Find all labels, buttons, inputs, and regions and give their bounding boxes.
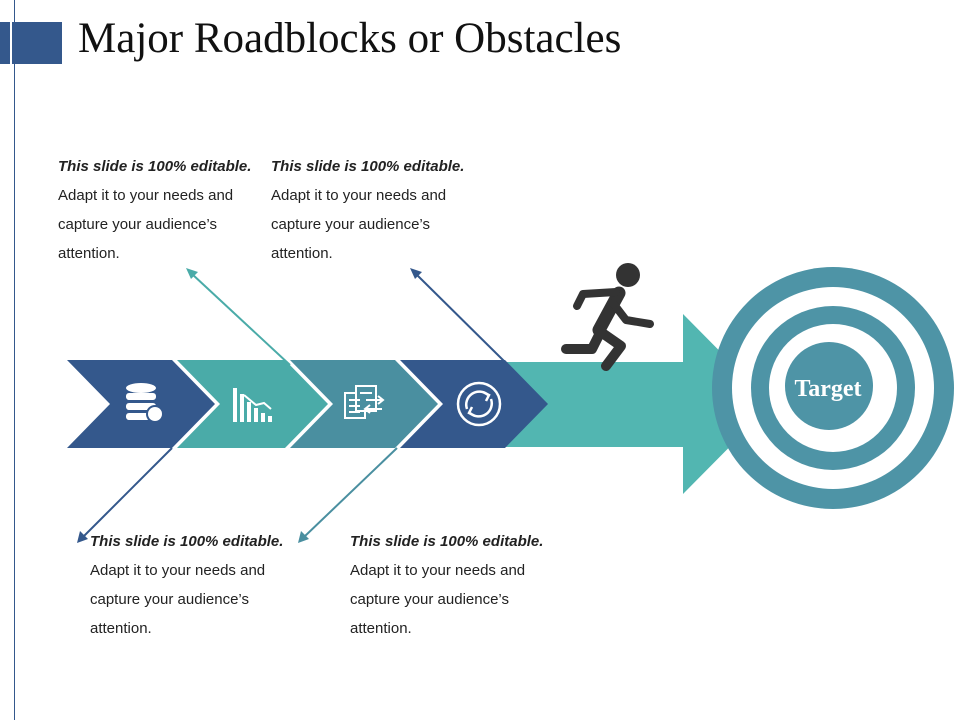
note-text: Adapt it to your needs and capture your … (58, 187, 234, 262)
document-transfer-icon (344, 385, 385, 419)
connector-arrow-1 (186, 268, 291, 366)
title-accent-block (0, 22, 62, 64)
note-bold: This slide is 100% editable. (350, 533, 544, 550)
bar-chart-decline-icon (233, 388, 272, 422)
note-top-left: This slide is 100% editable. Adapt it to… (58, 152, 258, 268)
connector-arrow-4 (298, 447, 398, 543)
note-bold: This slide is 100% editable. (271, 158, 465, 175)
note-bold: This slide is 100% editable. (58, 158, 252, 175)
target-label: Target (794, 376, 861, 402)
note-bottom-left: This slide is 100% editable. Adapt it to… (90, 527, 290, 643)
note-top-right: This slide is 100% editable. Adapt it to… (271, 152, 471, 268)
target-icon (712, 267, 954, 509)
connector-arrow-3 (77, 447, 173, 543)
note-bottom-right: This slide is 100% editable. Adapt it to… (350, 527, 550, 643)
database-icon (126, 383, 164, 423)
note-text: Adapt it to your needs and capture your … (90, 562, 266, 637)
note-text: Adapt it to your needs and capture your … (271, 187, 447, 262)
left-margin-rule (14, 0, 15, 720)
slide-title: Major Roadblocks or Obstacles (78, 15, 622, 62)
note-bold: This slide is 100% editable. (90, 533, 284, 550)
refresh-cycle-icon (456, 381, 502, 427)
note-text: Adapt it to your needs and capture your … (350, 562, 526, 637)
chevron-step-4 (400, 360, 548, 448)
chevron-step-2 (177, 360, 328, 448)
running-person-icon (561, 263, 654, 371)
big-arrow (505, 314, 772, 494)
connector-arrow-2 (410, 268, 506, 363)
